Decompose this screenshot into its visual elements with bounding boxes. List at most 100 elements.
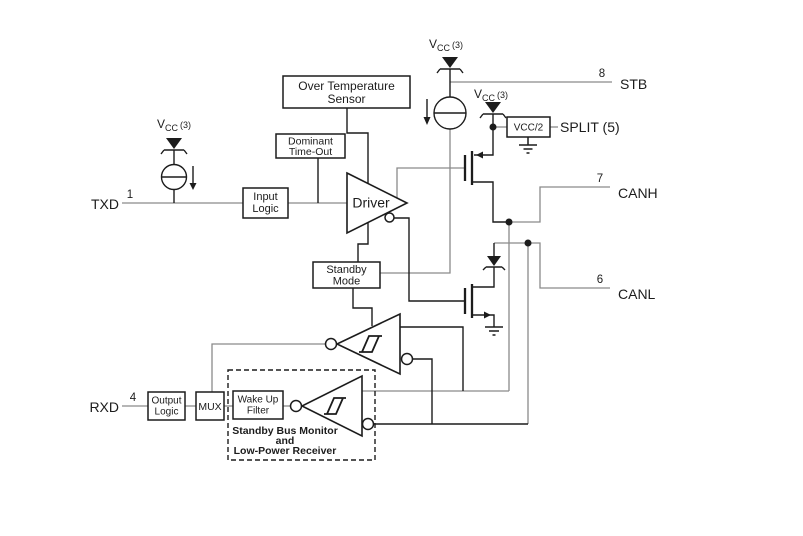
pin-labels: 1 TXD 4 RXD 8 STB 7 CANH 6 CANL [89,68,657,415]
group-label-line2: and [276,435,295,447]
canl-pin-name: CANL [618,286,656,302]
input-bubble [361,417,375,431]
group-label-line3: Low-Power Receiver [234,445,337,457]
driver-block: Driver [346,171,409,235]
driver-to-pmos-gate-wire [396,167,465,199]
low-power-receiver [289,374,375,438]
block-label-line2: Filter [247,406,270,417]
output-bubble [324,337,338,351]
canl-pin-wire [528,242,610,289]
junction-dots [489,123,532,247]
block-label-line2: Logic [252,203,279,215]
hysteresis-icon [359,335,382,353]
canh-pin-wire [509,186,610,223]
current-source-icon [423,96,467,130]
canl-pin-number: 6 [597,274,603,286]
stb-pin-number: 8 [599,68,605,80]
wake-up-filter-block: Wake Up Filter [232,390,284,420]
output-bubble [289,399,303,413]
wires-gray [122,81,612,424]
block-label-line1: Dominant [288,136,333,148]
block-label: MUX [198,401,221,413]
vcc-label: VCC(3) [429,37,463,53]
split-junction-dot [489,123,497,131]
block-label-line2: Time-Out [289,146,332,158]
canl-junction-dot [524,239,532,247]
arrow-head [423,117,431,125]
block-box [312,261,381,289]
dominant-timeout-block: Dominant Time-Out [275,133,346,159]
driver-to-nmos-gate-wire [394,217,465,302]
txd-pin-number: 1 [127,189,133,201]
receiver-top-input-wire [400,326,464,391]
over-temperature-sensor-block: Over Temperature Sensor [282,75,411,109]
canh-pin-number: 7 [597,173,603,185]
stb-to-standby-mode-wire [380,129,451,274]
block-box [195,391,225,421]
driver-label: Driver [352,195,390,211]
wires-black [317,108,528,425]
ground-icon [519,137,537,154]
block-label-line2: Mode [333,276,361,288]
receiver-low-input-wire [412,358,433,424]
schmitt-trigger-triangle [300,374,363,438]
source-arrow [476,151,483,159]
schmitt-trigger-triangle [335,312,401,376]
block-box [282,75,411,109]
stb-pin-name: STB [620,76,647,92]
canh-pin-name: CANH [618,185,658,201]
block-box [242,187,289,219]
vcc-half-label: VCC/2 [514,123,544,134]
standby-mode-to-receiver-wire [352,288,373,326]
ground-icon [485,326,503,336]
input-logic-block: Input Logic [242,187,289,219]
vcc-label: VCC(3) [157,117,191,133]
txd-pin-name: TXD [91,196,119,212]
clamp-diode-icon [482,243,506,271]
dashed-boundary [227,369,376,461]
source-arrow [484,311,491,319]
standby-mode-to-driver-wire [357,222,369,262]
output-logic-block: Output Logic [147,391,186,421]
input-bubble [400,352,414,366]
source-lead [472,314,495,327]
block-label-line2: Logic [155,407,179,418]
standby-mode-block: Standby Mode [312,261,381,289]
group-label-line1: Standby Bus Monitor [232,425,338,437]
block-label-line1: Standby [326,264,367,276]
source-lead [474,127,494,156]
pmos-transistor-icon [463,127,506,223]
arrow-head [189,183,197,190]
current-source-icon [160,163,197,203]
block-box [147,391,186,421]
standby-bus-monitor-group: Standby Bus Monitor and Low-Power Receiv… [227,369,376,461]
diode-triangle [166,138,182,149]
block-label-line2: Sensor [327,92,365,106]
ground-symbol [519,137,537,154]
diode-triangle [487,256,501,266]
rxd-pin-number: 4 [130,392,137,404]
block-label-line1: Over Temperature [298,79,395,93]
split-network: VCC(3) VCC/2 SPLIT (5) [474,87,620,154]
vcc-pullup-txd: VCC(3) [157,117,197,203]
vcc-diode-icon [436,57,464,97]
diode-triangle [485,102,501,113]
block-label-line1: Output [151,396,181,407]
nmos-transistor-icon [463,243,506,336]
ground-symbol [485,326,503,336]
canh-junction-dot [505,218,513,226]
vcc-pullup-stb: VCC(3) [423,37,467,130]
vcc-diode-icon [479,102,507,124]
block-label-line1: Wake Up [238,395,279,406]
driver-triangle [346,171,409,235]
receiver-output-to-mux-wire [211,343,326,392]
inverter-bubble [384,212,395,223]
vcc-diode-icon [160,138,188,165]
block-box [275,133,346,159]
rxd-pin-name: RXD [89,399,119,415]
drain-lead [472,267,495,288]
vcc-label: VCC(3) [474,87,508,103]
mux-block: MUX [195,391,225,421]
diode-bar [482,266,506,271]
